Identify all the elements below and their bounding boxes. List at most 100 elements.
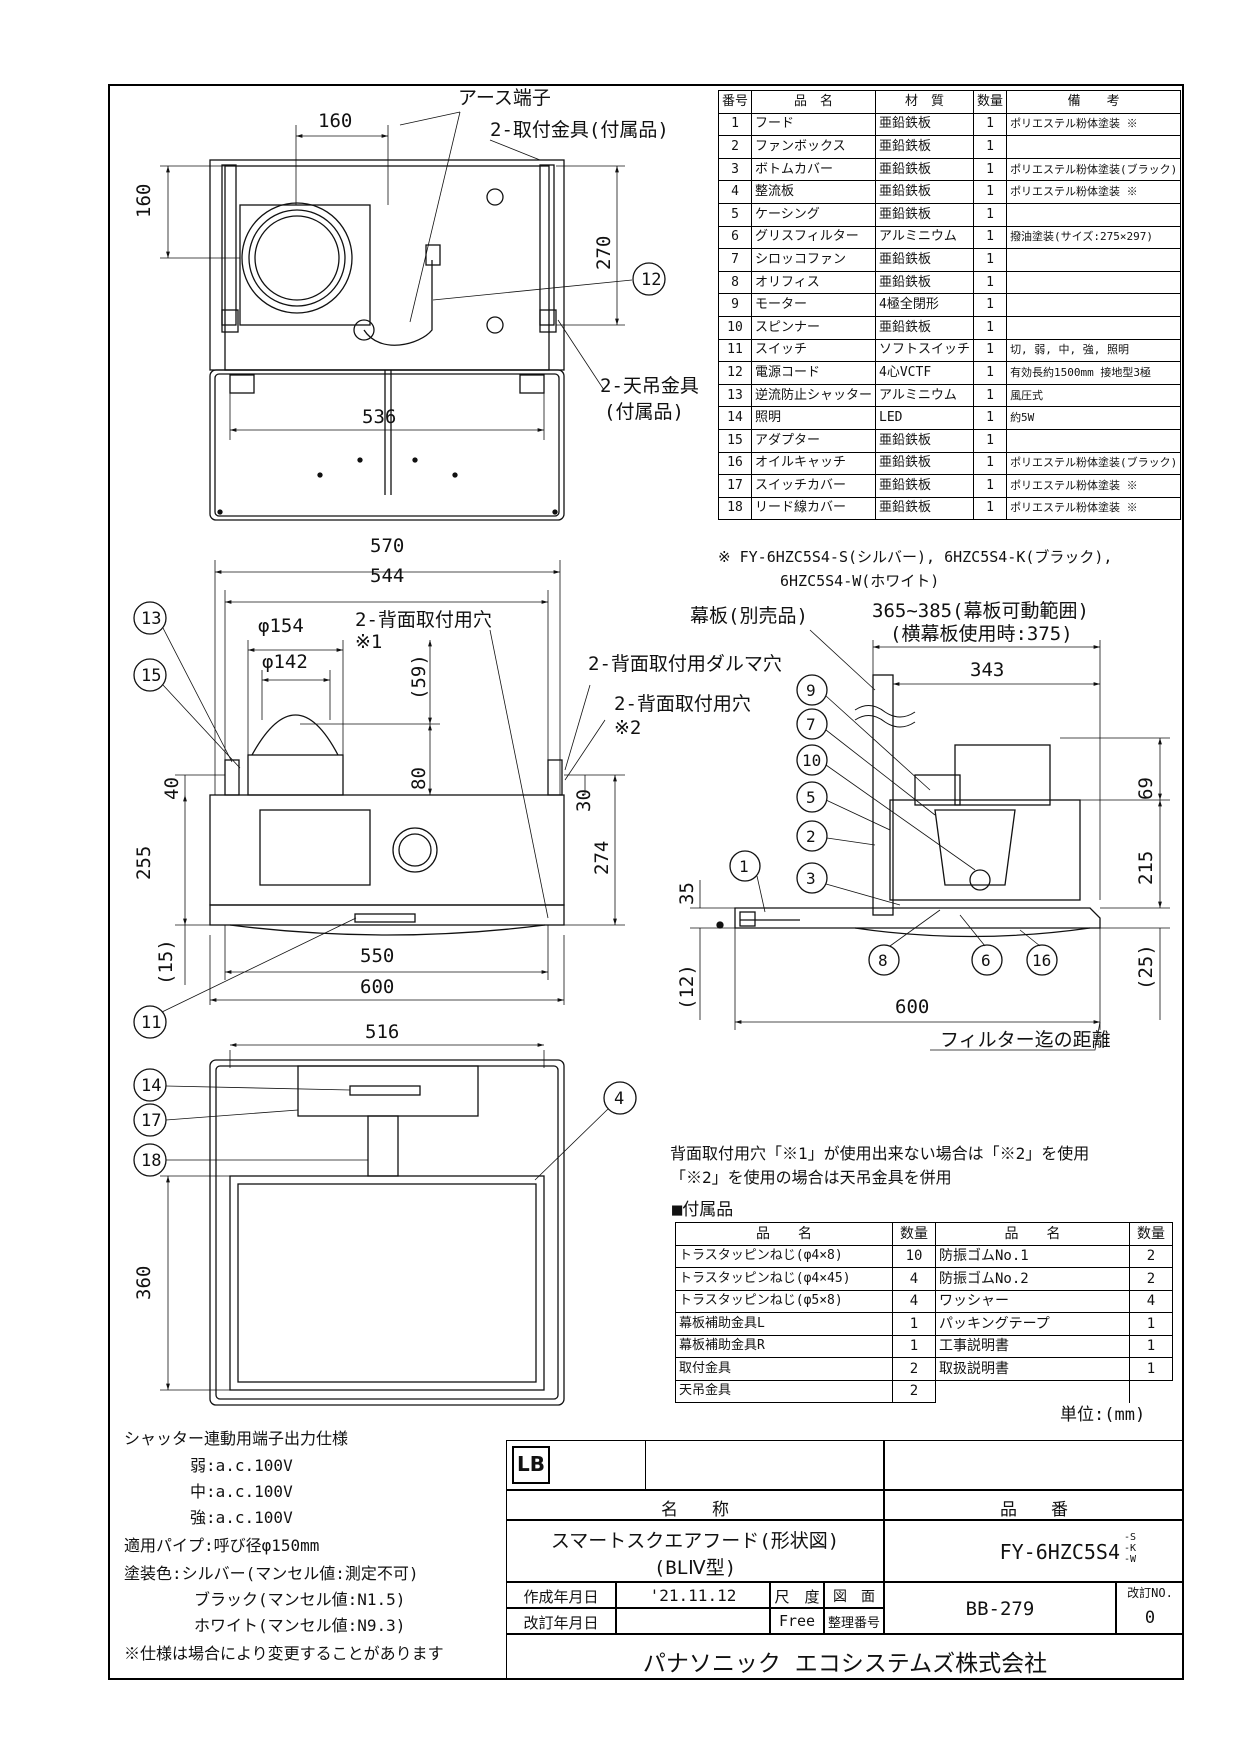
balloon-17: 17: [141, 1111, 161, 1131]
dim-536: 536: [362, 406, 396, 428]
daruma-hole-label: 2-背面取付用ダルマ穴: [588, 653, 782, 675]
dim-d154: φ154: [258, 615, 304, 637]
drawing-label-1: 図 面: [833, 1589, 875, 1605]
dim-516: 516: [365, 1021, 399, 1043]
created-date: '21.11.12: [649, 1586, 737, 1605]
spec-line: ※仕様は場合により変更することがあります: [124, 1644, 444, 1663]
balloon-10: 10: [802, 751, 821, 770]
parts-cell: スイッチ: [751, 338, 877, 363]
parts-cell: 4極全閉形: [875, 293, 975, 317]
balloon-4: 4: [614, 1089, 624, 1109]
parts-header-cell: 数量: [973, 90, 1008, 114]
parts-cell: 撥油塗装(サイズ:275×297): [1006, 225, 1182, 250]
accessories-cell: 防振ゴムNo.2: [935, 1267, 1130, 1291]
dim-274: 274: [591, 841, 613, 875]
parts-cell: 亜鉛鉄板: [875, 135, 975, 159]
parts-cell: 亜鉛鉄板: [875, 270, 975, 295]
parts-cell: 1: [973, 474, 1008, 498]
accessories-cell: 1: [1129, 1357, 1173, 1381]
parts-cell: 1: [717, 112, 753, 137]
parts-cell: 14: [717, 406, 753, 430]
parts-cell: アルミニウム: [875, 383, 975, 408]
dim-550: 550: [360, 945, 394, 967]
parts-cell: 1: [973, 428, 1008, 453]
parts-cell: 2: [717, 135, 753, 159]
drawing-number: BB-279: [965, 1598, 1035, 1620]
accessories-cell: 2: [892, 1357, 936, 1381]
scale-value: Free: [778, 1612, 816, 1630]
parts-cell: モーター: [751, 293, 877, 317]
rear-hole-note-1: 背面取付用穴「※1」が使用出来ない場合は「※2」を使用: [670, 1144, 1090, 1163]
parts-cell: 15: [717, 428, 753, 453]
accessories-cell: 幕板補助金具L: [675, 1312, 893, 1336]
parts-cell: アルミニウム: [875, 225, 975, 250]
parts-cell: 風圧式: [1006, 383, 1182, 408]
balloon-3: 3: [806, 869, 816, 888]
revision-value: 0: [1144, 1608, 1156, 1628]
accessories-cell: [935, 1379, 1130, 1403]
accessories-cell: トラスタッピンねじ(φ5×8): [675, 1289, 893, 1313]
accessories-header-cell: 品 名: [675, 1222, 893, 1246]
balloon-5: 5: [806, 788, 816, 807]
parts-header-cell: 番号: [717, 90, 753, 114]
spec-line: ブラック(マンセル値:N1.5): [194, 1590, 406, 1609]
parts-cell: 1: [973, 180, 1008, 204]
dim-12: (12): [676, 964, 698, 1010]
parts-cell: [1006, 315, 1182, 340]
bottom-view: [133, 1043, 637, 1406]
parts-cell: 18: [717, 496, 753, 521]
parts-cell: 1: [973, 293, 1008, 317]
parts-cell: [1006, 248, 1182, 272]
parts-cell: 1: [973, 383, 1008, 408]
dim-600-side: 600: [895, 996, 929, 1018]
dim-160-width: 160: [318, 110, 352, 132]
filter-distance-label: フィルター迄の距離: [940, 1029, 1111, 1051]
side-view: [690, 629, 1170, 1051]
parts-cell: ポリエステル粉体塗装 ※: [1006, 496, 1182, 521]
spec-line: ホワイト(マンセル値:N9.3): [194, 1616, 406, 1635]
accessories-cell: 4: [1129, 1289, 1173, 1313]
parts-cell: 電源コード: [751, 361, 877, 385]
parts-cell: 1: [973, 225, 1008, 250]
dim-570: 570: [370, 535, 404, 557]
parts-header-cell: 品 名: [751, 90, 877, 114]
parts-cell: [1006, 202, 1182, 227]
accessories-cell: 1: [1129, 1334, 1173, 1358]
accessories-cell: ワッシャー: [935, 1289, 1130, 1313]
dim-270: 270: [593, 236, 615, 270]
parts-cell: 亜鉛鉄板: [875, 248, 975, 272]
parts-cell: 1: [973, 496, 1008, 521]
parts-cell: [1006, 293, 1182, 317]
number-header: 品 番: [1000, 1500, 1068, 1520]
parts-cell: 11: [717, 338, 753, 363]
dim-d142: φ142: [262, 651, 308, 673]
scale-label: 尺 度: [774, 1588, 820, 1606]
balloon-7: 7: [806, 715, 816, 734]
parts-cell: 有効長約1500mm 接地型3極: [1006, 361, 1182, 385]
accessories-cell: 2: [1129, 1267, 1173, 1291]
dim-40: 40: [161, 777, 183, 800]
parts-cell: 16: [717, 451, 753, 476]
parts-cell: ファンボックス: [751, 135, 877, 159]
model-variant: -W: [1124, 1554, 1137, 1565]
balloon-8: 8: [878, 951, 888, 970]
spec-line: シャッター連動用端子出力仕様: [124, 1429, 349, 1448]
parts-cell: 1: [973, 338, 1008, 363]
parts-cell: 亜鉛鉄板: [875, 474, 975, 498]
dim-15: (15): [155, 939, 177, 985]
balloon-16: 16: [1032, 951, 1051, 970]
spec-line: 塗装色:シルバー(マンセル値:測定不可): [124, 1564, 419, 1583]
parts-cell: 12: [717, 361, 753, 385]
parts-cell: 整流板: [751, 180, 877, 204]
rear-hole-note-2: 「※2」を使用の場合は天吊金具を併用: [670, 1168, 952, 1187]
